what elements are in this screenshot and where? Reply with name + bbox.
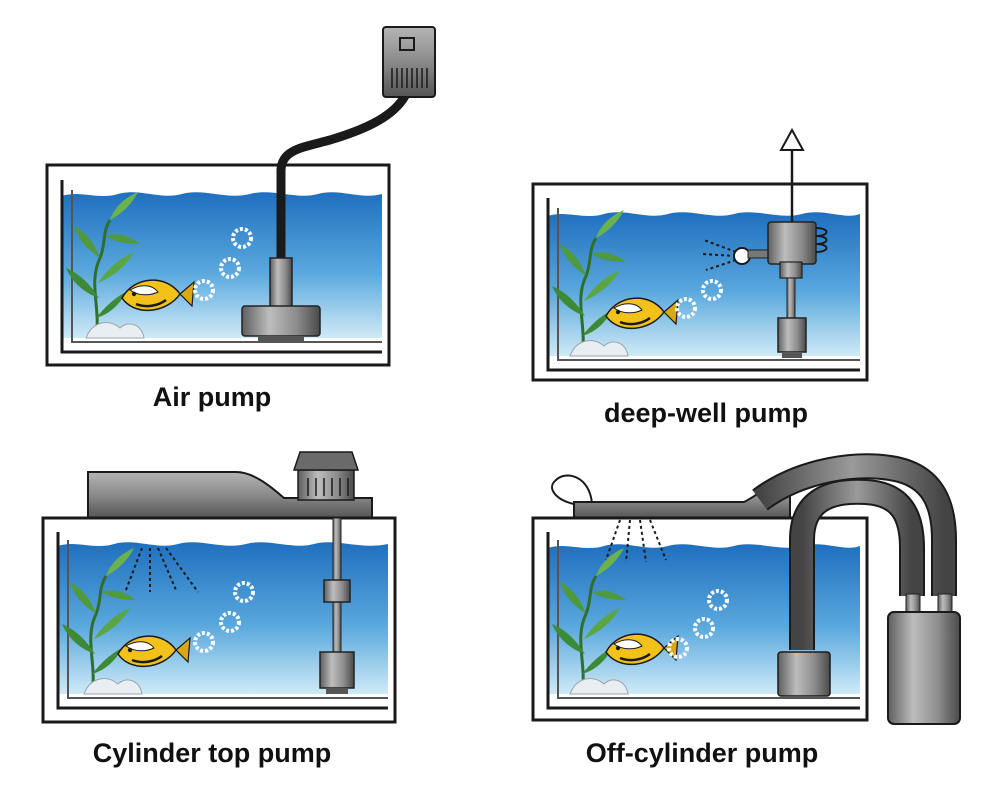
submersible-pump bbox=[319, 651, 355, 689]
external-canister-pump bbox=[887, 611, 961, 725]
deep-well-intake bbox=[777, 317, 807, 353]
panel-deep-well-pump bbox=[531, 127, 869, 382]
submersible-pump bbox=[241, 305, 321, 337]
panel-air-pump bbox=[45, 26, 436, 367]
air-hose bbox=[276, 91, 410, 273]
top-pump-motor bbox=[297, 469, 355, 501]
panel-cylinder-top-pump bbox=[41, 451, 397, 724]
caption-cylinder-top-pump: Cylinder top pump bbox=[92, 738, 332, 768]
top-filter-tray bbox=[87, 471, 373, 519]
caption-off-cylinder-pump: Off-cylinder pump bbox=[585, 738, 819, 768]
panel-off-cylinder-pump bbox=[531, 453, 961, 725]
caption-deep-well-pump: deep-well pump bbox=[603, 398, 809, 428]
intake-strainer bbox=[777, 651, 831, 697]
outflow-hose bbox=[753, 455, 955, 596]
deep-well-motor bbox=[767, 221, 817, 265]
caption-air-pump: Air pump bbox=[152, 382, 272, 412]
intake-hose bbox=[791, 480, 923, 650]
